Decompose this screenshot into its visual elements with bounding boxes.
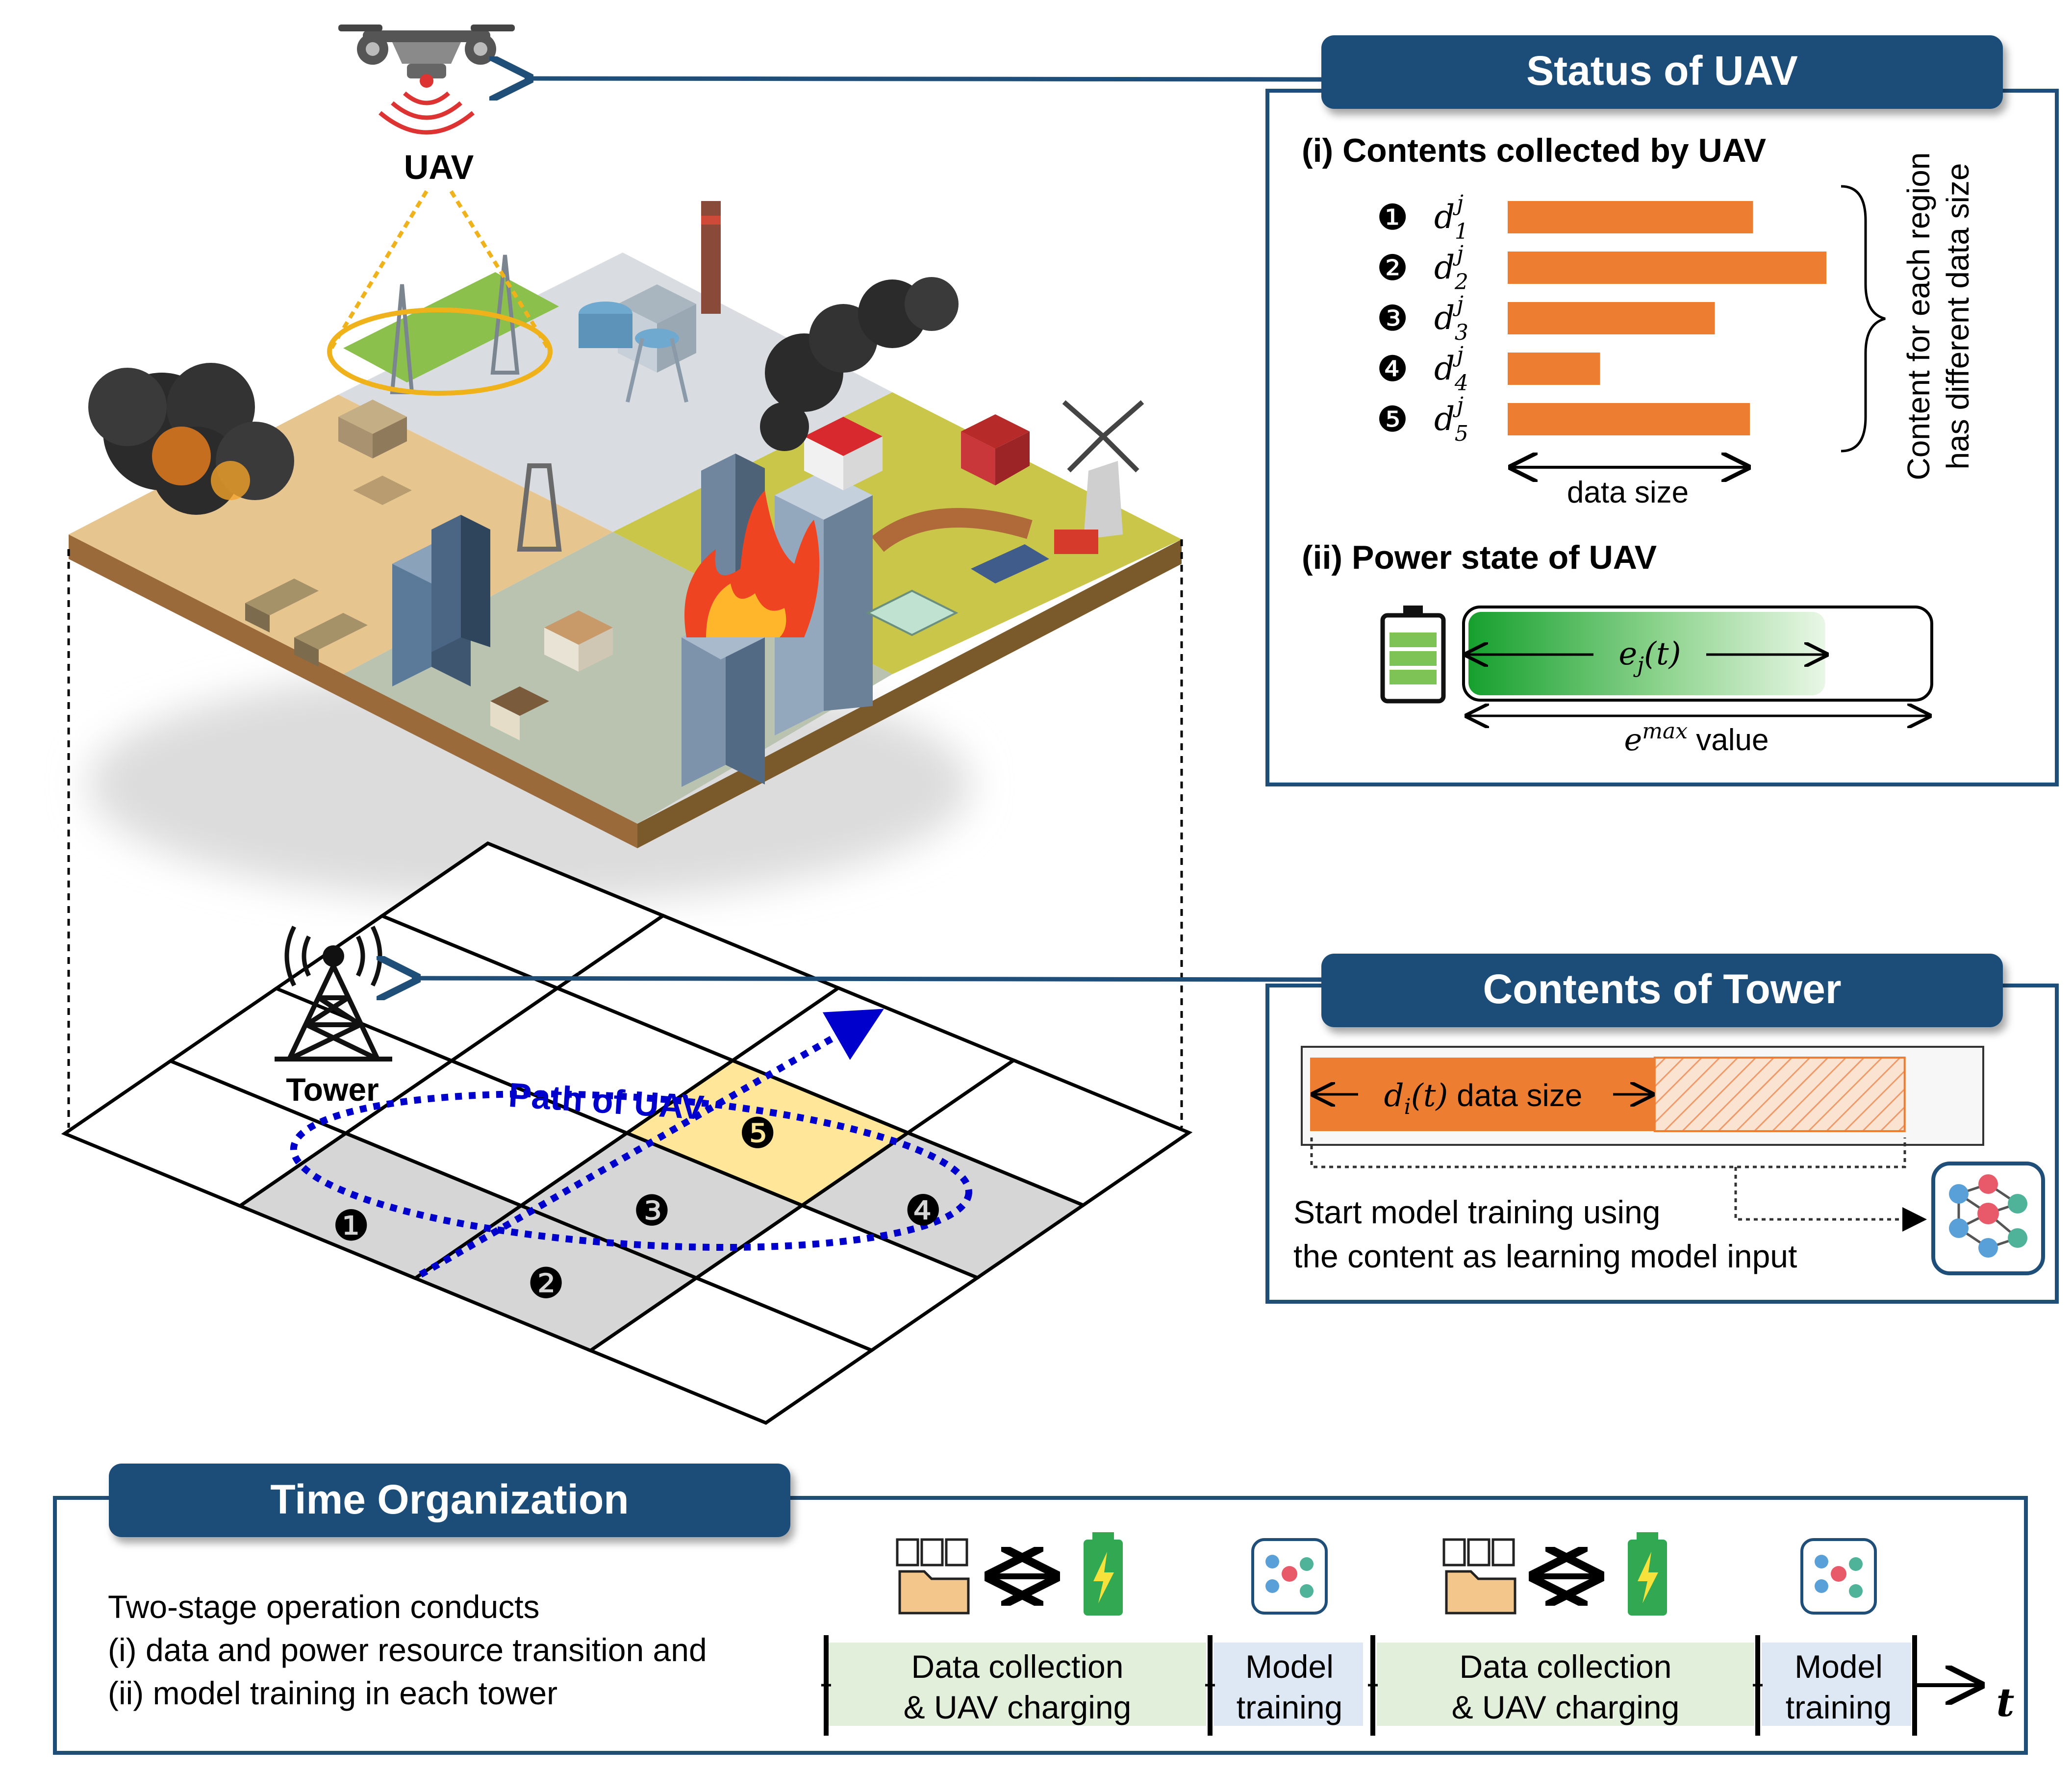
- phase-4-block: [1762, 1643, 1911, 1726]
- region-grid: [61, 841, 1193, 1425]
- content-bar-1: [1508, 201, 1753, 233]
- region-marker-4: ❹: [904, 1187, 942, 1234]
- phase-2-line2: training: [1237, 1689, 1342, 1725]
- model-training-icon: [1251, 1538, 1328, 1615]
- emax-label: emax value: [1624, 719, 1769, 758]
- phase-1-block: [829, 1643, 1206, 1726]
- phase-4-line1: Model: [1794, 1648, 1883, 1685]
- phase-2-block: [1213, 1643, 1363, 1726]
- military-vehicles: [245, 400, 412, 667]
- region-brace: [1841, 185, 1886, 453]
- phase-1-line1: Data collection: [911, 1648, 1124, 1685]
- battery-icon: [1380, 606, 1446, 704]
- region-marker-3: ❸: [633, 1188, 671, 1235]
- data-folder-icon: [896, 1538, 970, 1615]
- phase-3-line1: Data collection: [1460, 1648, 1672, 1685]
- training-dotted-arrow: [1734, 1167, 1927, 1232]
- contents-heading: (i) Contents collected by UAV: [1302, 132, 1766, 169]
- data-folder-icon-2: [1442, 1538, 1516, 1615]
- status-of-uav-panel: Status of UAV (i) Contents collected by …: [1265, 35, 2059, 786]
- tower-text-line2: the content as learning model input: [1293, 1238, 1797, 1274]
- tower-data-label: di(t) data size: [1384, 1078, 1583, 1119]
- tower-contents-connector: [412, 978, 1327, 980]
- data-size-label: data size: [1567, 476, 1689, 509]
- industrial-structures: [390, 201, 721, 552]
- power-heading: (ii) Power state of UAV: [1302, 539, 1657, 576]
- region-marker-5: ❺: [739, 1110, 777, 1157]
- farm-structures: [804, 400, 1144, 636]
- region-marker-2: ❷: [527, 1260, 565, 1307]
- content-bar-marker-2: ❷: [1377, 249, 1409, 288]
- content-bar-marker-1: ❶: [1377, 198, 1409, 237]
- city-illustration: [69, 201, 1182, 902]
- content-bar-marker-3: ❸: [1377, 299, 1409, 338]
- time-panel-title: Time Organization: [270, 1476, 629, 1522]
- uav-status-connector: [525, 78, 1327, 79]
- uav-label: UAV: [404, 148, 474, 186]
- content-bar-5: [1508, 403, 1750, 435]
- time-organization-panel: Time Organization Two-stage operation co…: [53, 1464, 2028, 1755]
- time-desc-line1: Two-stage operation conducts: [108, 1589, 540, 1625]
- phase-3-line2: & UAV charging: [1452, 1689, 1680, 1725]
- training-dotted-bracket: [1310, 1138, 1906, 1168]
- tower-text-line1: Start model training using: [1293, 1194, 1660, 1230]
- uav-coverage-lines: [328, 190, 552, 353]
- content-bar-marker-4: ❹: [1377, 350, 1409, 389]
- time-axis-label: t: [1996, 1679, 2015, 1725]
- region-markers: ❶ ❷ ❸ ❹ ❺: [332, 1110, 942, 1307]
- smoke-and-fire: [88, 277, 959, 637]
- tower-data-pending-fill: [1653, 1057, 1906, 1132]
- content-bar-3: [1508, 302, 1715, 334]
- time-desc-line3: (ii) model training in each tower: [108, 1675, 557, 1711]
- grid-cell: [587, 1276, 876, 1425]
- brace-text-line2: has different data size: [1940, 163, 1975, 470]
- charging-battery-icon: [1084, 1532, 1123, 1616]
- energy-level-fill: [1468, 612, 1825, 695]
- brace-text-line1: Content for each region: [1901, 152, 1936, 480]
- uav-drone-icon: [338, 25, 515, 135]
- tower-icon: [275, 925, 392, 1062]
- energy-label: ej(t): [1618, 636, 1681, 678]
- phase-3-block: [1377, 1643, 1754, 1726]
- contents-of-tower-panel: Contents of Tower di(t) data size Start …: [1265, 954, 2059, 1304]
- phase-1-line2: & UAV charging: [904, 1689, 1132, 1725]
- tower-data-fill: [1310, 1058, 1655, 1131]
- phase-4-line2: training: [1786, 1689, 1892, 1725]
- content-bar-2: [1508, 252, 1826, 284]
- neural-network-icon: [1931, 1162, 2045, 1275]
- time-desc-line2: (i) data and power resource transition a…: [108, 1632, 707, 1668]
- status-panel-title: Status of UAV: [1526, 48, 1798, 94]
- phase-2-line1: Model: [1245, 1648, 1334, 1685]
- region-marker-1: ❶: [332, 1202, 370, 1249]
- charging-battery-icon-2: [1628, 1532, 1667, 1616]
- projection-lines: [67, 539, 1183, 1128]
- content-bar-marker-5: ❺: [1377, 400, 1409, 439]
- tower-panel-title: Contents of Tower: [1483, 966, 1841, 1012]
- model-training-icon-2: [1800, 1538, 1877, 1615]
- tower-label: Tower: [286, 1071, 379, 1108]
- content-bar-4: [1508, 353, 1600, 385]
